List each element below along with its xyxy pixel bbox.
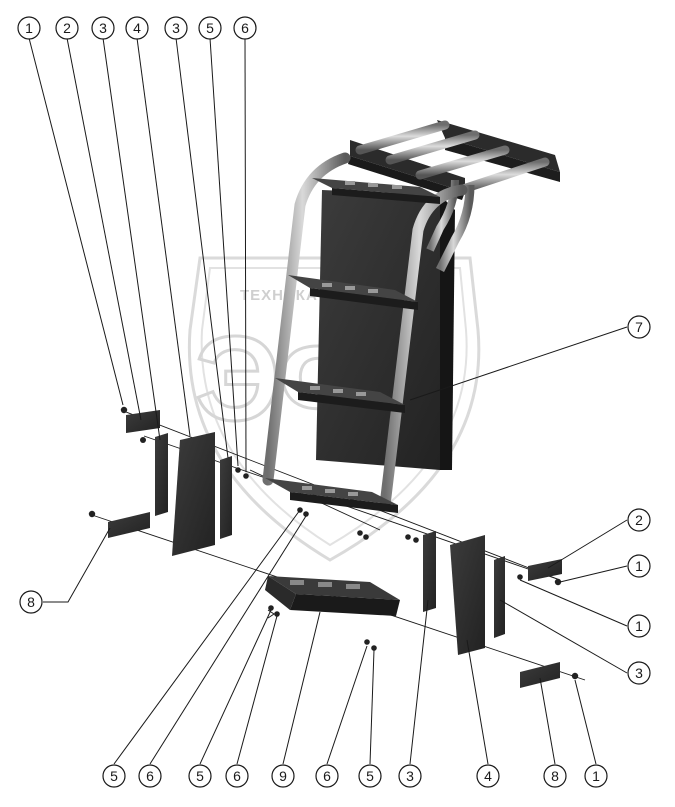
- callout-bubble: 8: [19, 590, 43, 614]
- right-hardware: [405, 531, 579, 688]
- callout-bubble: 5: [198, 16, 222, 40]
- callout-label: 4: [484, 768, 492, 784]
- callout-label: 6: [146, 768, 154, 784]
- callout-label: 5: [110, 768, 118, 784]
- callout-bubble: 8: [543, 764, 567, 788]
- callout-bubble: 3: [627, 661, 651, 685]
- callout-bubble: 3: [91, 16, 115, 40]
- ladder-step-4: [265, 478, 398, 513]
- spacer-strip: [155, 433, 168, 516]
- ladder-step-1: [312, 178, 440, 204]
- callout-bubble: 6: [233, 16, 257, 40]
- callout-label: 6: [233, 768, 241, 784]
- callout-label: 9: [279, 768, 287, 784]
- callout-bubble: 2: [627, 508, 651, 532]
- callout-label: 5: [206, 20, 214, 36]
- callout-bubble: 9: [271, 764, 295, 788]
- bolt: [554, 578, 562, 586]
- callout-label: 5: [366, 768, 374, 784]
- callout-label: 3: [99, 20, 107, 36]
- callout-label: 3: [172, 20, 180, 36]
- callout-label: 1: [635, 558, 643, 574]
- callout-label: 4: [133, 20, 141, 36]
- bottom-step: [265, 507, 400, 651]
- mounting-bracket: [108, 512, 150, 538]
- callout-bubble: 3: [398, 764, 422, 788]
- ladder-frame: [262, 120, 560, 513]
- ladder-step-2: [288, 275, 418, 310]
- side-pad: [172, 432, 215, 556]
- callout-bubble: 5: [358, 764, 382, 788]
- callout-label: 8: [27, 594, 35, 610]
- callout-label: 1: [592, 768, 600, 784]
- callout-label: 2: [635, 512, 643, 528]
- callout-label: 6: [323, 768, 331, 784]
- callout-bubble: 6: [138, 764, 162, 788]
- spacer-strip: [423, 531, 436, 612]
- callout-label: 7: [635, 319, 643, 335]
- callout-label: 6: [241, 20, 249, 36]
- callout-bubble: 5: [188, 764, 212, 788]
- callout-label: 1: [635, 618, 643, 634]
- ladder-step-3: [275, 378, 405, 413]
- callout-bubble: 7: [627, 315, 651, 339]
- bolt: [120, 406, 128, 414]
- callout-bubble: 3: [164, 16, 188, 40]
- callout-label: 3: [635, 665, 643, 681]
- spacer-strip: [494, 556, 505, 638]
- callout-bubble: 1: [584, 764, 608, 788]
- callout-label: 8: [551, 768, 559, 784]
- clamp-plate: [126, 410, 160, 433]
- callout-label: 5: [196, 768, 204, 784]
- callout-bubble: 1: [627, 614, 651, 638]
- callout-label: 3: [406, 768, 414, 784]
- callout-bubble: 5: [102, 764, 126, 788]
- side-pad: [450, 535, 485, 655]
- mounting-bracket: [520, 662, 560, 688]
- callout-label: 2: [63, 20, 71, 36]
- callout-bubble: 6: [315, 764, 339, 788]
- callout-bubble: 6: [225, 764, 249, 788]
- watermark-shield: [187, 256, 481, 562]
- left-hardware: [88, 406, 249, 556]
- leader-lines: [28, 37, 628, 765]
- callout-bubble: 1: [627, 554, 651, 578]
- callout-bubble: 1: [17, 16, 41, 40]
- callout-bubble: 4: [476, 764, 500, 788]
- callout-bubble: 2: [55, 16, 79, 40]
- callout-label: 1: [25, 20, 33, 36]
- callout-bubble: 4: [125, 16, 149, 40]
- spacer-strip: [220, 456, 232, 539]
- callouts: 1 2 3 4 3 5 6 7 2 1 1 3 8 5 6 5 6 9 6 5 …: [17, 16, 651, 788]
